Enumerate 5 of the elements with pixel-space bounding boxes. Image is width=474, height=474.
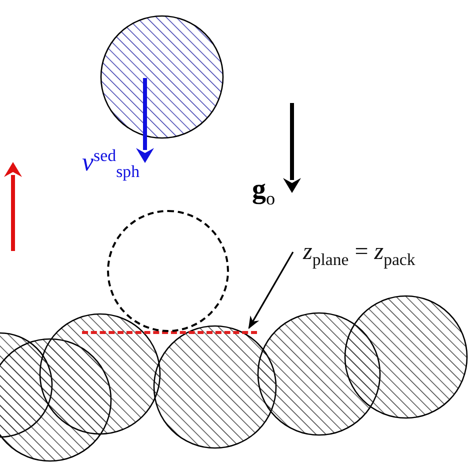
equation-label: z$_{plane}$ = z$_{pack}$	[303, 240, 416, 269]
plane-dashed-line	[82, 331, 257, 334]
symbol-label: g$_{o}$	[252, 176, 276, 208]
leader-line	[248, 252, 294, 330]
dashed-circle-outline	[107, 210, 229, 332]
